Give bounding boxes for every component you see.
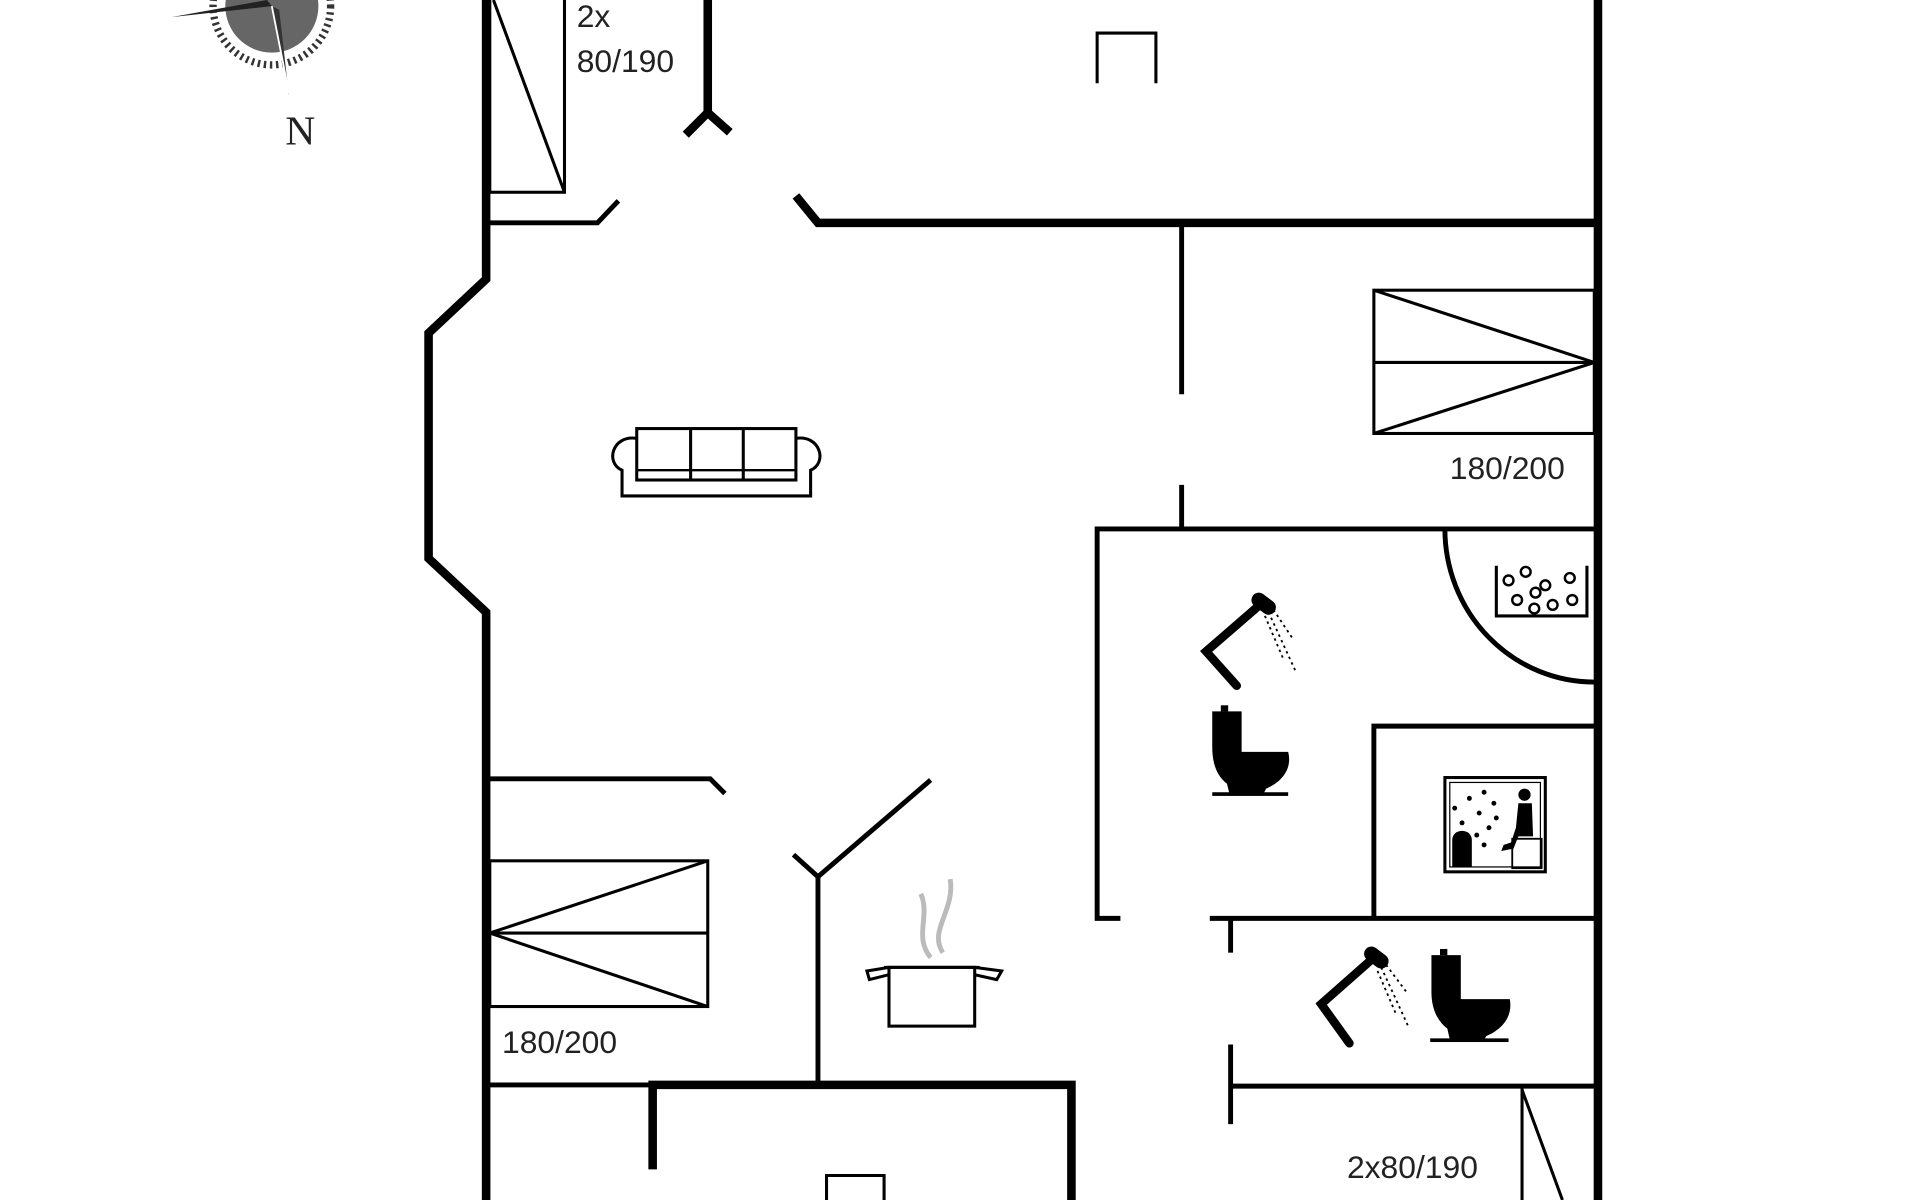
bed-label: 180/200 (1450, 450, 1565, 486)
bed-icon (484, 859, 710, 1009)
toilet-icon (1212, 705, 1290, 796)
bed-icon (1520, 1086, 1564, 1200)
compass-icon (171, 0, 335, 96)
toilet-icon (1430, 948, 1511, 1043)
bed-label-count: 2x (577, 0, 611, 34)
shower-icon (1315, 946, 1409, 1048)
bed-label: 180/200 (502, 1024, 617, 1060)
bed-icon (488, 0, 567, 194)
bed-label: 2x80/190 (1347, 1149, 1478, 1185)
compass-north-label: N (285, 108, 315, 154)
bed-label-size: 80/190 (577, 43, 674, 79)
interior-walls (489, 31, 1595, 1200)
kitchen-pot-icon (864, 878, 1005, 1028)
sauna-icon (1443, 776, 1547, 874)
walls (424, 0, 1603, 1200)
spa-bath-icon (1494, 565, 1589, 618)
sofa-icon (611, 427, 822, 498)
bed-icon (1372, 288, 1600, 435)
shower-icon (1200, 592, 1297, 691)
